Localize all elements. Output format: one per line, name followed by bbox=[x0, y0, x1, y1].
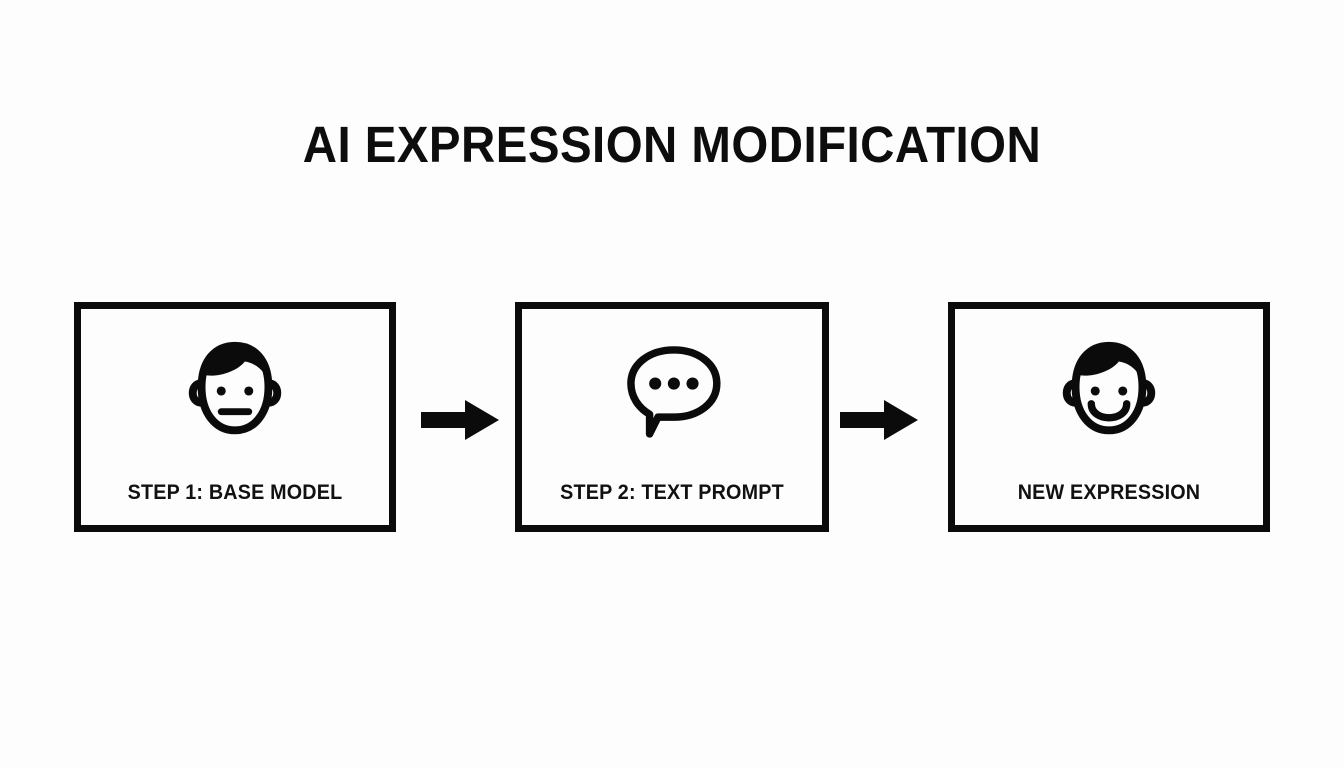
panel-step-2[interactable]: STEP 2: TEXT PROMPT bbox=[515, 302, 829, 532]
mouth-smile bbox=[1087, 400, 1131, 422]
smiling-face-icon bbox=[955, 331, 1263, 451]
bubble-outline bbox=[627, 346, 721, 438]
eye-right bbox=[244, 386, 254, 396]
panel-step-2-label: STEP 2: TEXT PROMPT bbox=[560, 481, 784, 504]
dot-1 bbox=[649, 377, 662, 390]
panel-step-3-label: NEW EXPRESSION bbox=[1017, 481, 1201, 504]
hair-shape bbox=[1076, 345, 1142, 384]
speech-bubble-icon bbox=[522, 331, 822, 451]
dot-2 bbox=[667, 377, 680, 390]
eye-right bbox=[1118, 386, 1128, 396]
panel-step-1[interactable]: STEP 1: BASE MODEL bbox=[74, 302, 396, 532]
neutral-face-icon bbox=[81, 331, 389, 451]
hair-shape bbox=[202, 345, 268, 384]
panel-step-3[interactable]: NEW EXPRESSION bbox=[948, 302, 1270, 532]
arrow-right-icon bbox=[840, 400, 918, 440]
dot-3 bbox=[686, 377, 699, 390]
arrow-right-icon bbox=[421, 400, 499, 440]
page-title: AI EXPRESSION MODIFICATION bbox=[302, 116, 1042, 173]
panel-step-1-label: STEP 1: BASE MODEL bbox=[127, 481, 343, 504]
process-flow: STEP 1: BASE MODEL STEP 2: TEXT PROMPT bbox=[74, 302, 1270, 532]
eye-left bbox=[216, 386, 226, 396]
eye-left bbox=[1090, 386, 1100, 396]
